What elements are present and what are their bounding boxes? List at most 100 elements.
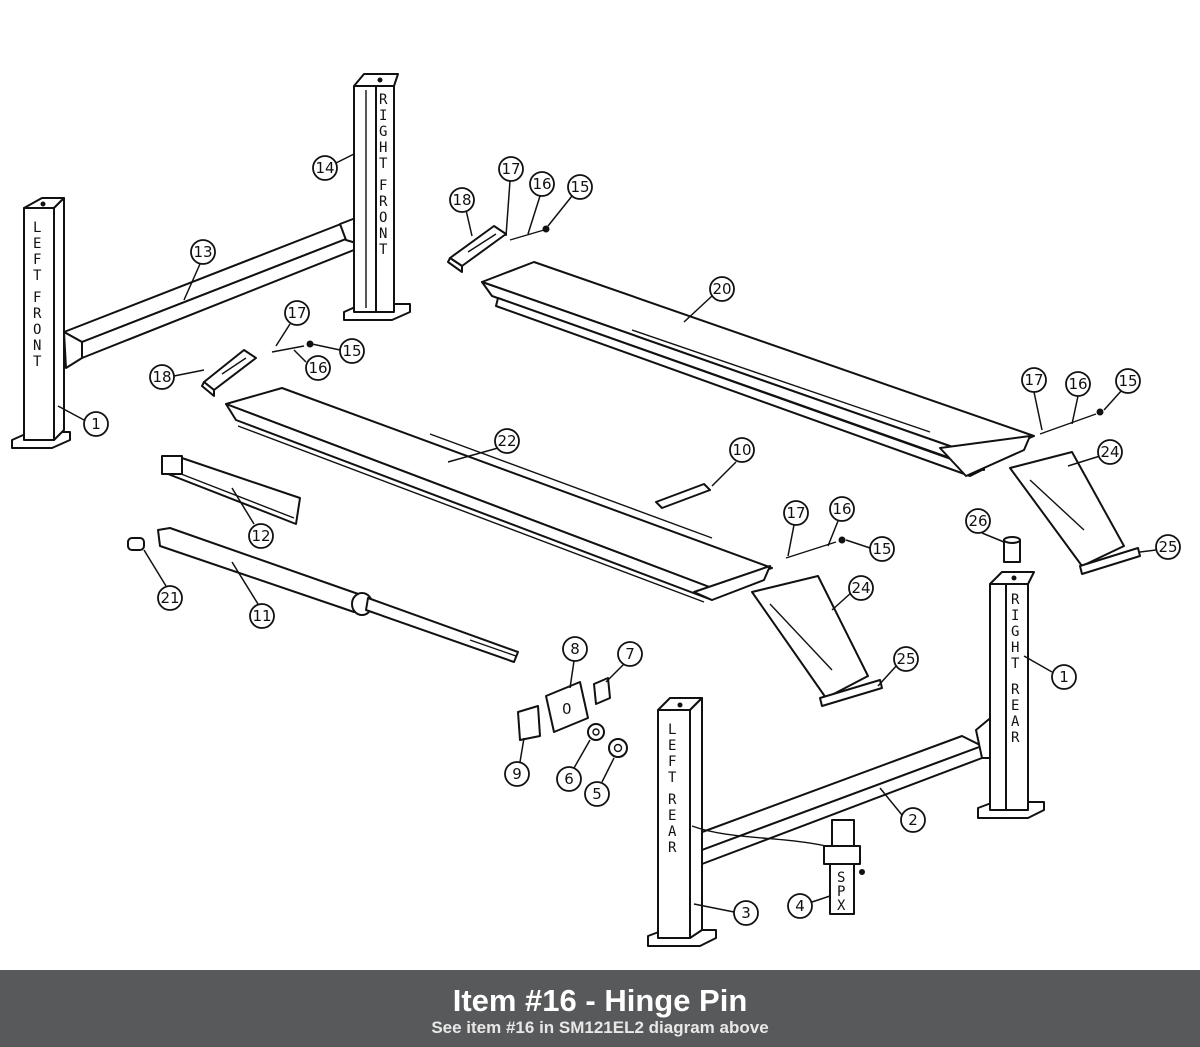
right-rear-post: R I G H T R E A R (977, 571, 1045, 819)
label-letter: R (379, 194, 388, 210)
svg-text:16: 16 (1068, 375, 1087, 393)
label-letter: H (1011, 640, 1019, 656)
hinge-block-upper (447, 225, 507, 273)
svg-text:10: 10 (732, 441, 751, 459)
label-letter: O (379, 210, 387, 226)
callout: 8 (562, 636, 588, 689)
hinge-pin-a (509, 225, 550, 241)
callout: 10 (711, 437, 755, 487)
svg-text:15: 15 (570, 178, 589, 196)
label-letter: R (1011, 592, 1020, 608)
callout: 22 (447, 428, 520, 463)
hydraulic-cylinder (127, 527, 519, 663)
hinge-pin-d (785, 536, 846, 559)
svg-text:16: 16 (832, 500, 851, 518)
callout: 17 (498, 156, 524, 237)
callout: 26 (965, 508, 1005, 543)
label-letter: F (33, 252, 41, 268)
svg-text:15: 15 (872, 540, 891, 558)
callout: 21 (143, 549, 183, 611)
label-letter: L (33, 220, 41, 236)
callout: 16 (827, 496, 855, 547)
svg-text:16: 16 (532, 175, 551, 193)
left-rear-label: L E F T R E A R (668, 722, 677, 856)
callout: 24 (831, 575, 874, 611)
svg-text:17: 17 (501, 160, 520, 178)
label-letter: I (1011, 608, 1019, 624)
callout: 6 (556, 739, 591, 792)
callout: 15 (547, 174, 593, 227)
svg-text:9: 9 (512, 765, 522, 783)
svg-text:24: 24 (1100, 443, 1119, 461)
svg-text:15: 15 (1118, 372, 1137, 390)
left-front-label: L E F T F R O N T (33, 220, 42, 370)
svg-text:8: 8 (570, 640, 580, 658)
label-letter: R (668, 840, 677, 856)
exploded-parts-diagram: L E F T F R O N T R I G H T F (11, 73, 1181, 947)
svg-text:5: 5 (592, 785, 602, 803)
callouts: 14 13 1 18 17 16 15 18 17 16 15 20 17 16… (57, 153, 1181, 926)
svg-text:6: 6 (564, 770, 574, 788)
callout: 17 (783, 500, 809, 557)
callout: 14 (312, 153, 355, 181)
svg-text:15: 15 (342, 342, 361, 360)
runway-right (481, 261, 1035, 477)
caption-banner: Item #16 - Hinge Pin See item #16 in SM1… (0, 970, 1200, 1047)
lock-clip-9 (517, 705, 541, 741)
callout: 25 (1139, 534, 1181, 560)
label-letter: E (33, 236, 41, 252)
callout: 17 (275, 300, 310, 347)
callout: 15 (311, 338, 365, 364)
callout: 11 (231, 561, 275, 629)
label-letter: R (33, 306, 42, 322)
callout: 20 (683, 276, 735, 323)
svg-text:1: 1 (1059, 668, 1069, 686)
hinge-block-lower (201, 349, 257, 397)
svg-text:21: 21 (160, 589, 179, 607)
lock-plate-marking: 0 (562, 700, 572, 718)
label-letter: R (1011, 682, 1020, 698)
callout: 15 (845, 536, 895, 562)
svg-text:17: 17 (786, 504, 805, 522)
label-letter: T (668, 770, 677, 786)
callout: 17 (1021, 367, 1047, 431)
hinge-pin-c (1039, 408, 1104, 435)
lock-clip-7 (593, 677, 611, 705)
svg-text:11: 11 (252, 607, 271, 625)
right-front-post: R I G H T F R O N T (343, 73, 411, 321)
label-letter: F (668, 754, 676, 770)
svg-text:1: 1 (91, 415, 101, 433)
callout: 16 (527, 171, 555, 235)
label-letter: A (1011, 714, 1020, 730)
shim-part (655, 483, 711, 509)
svg-text:26: 26 (968, 512, 987, 530)
label-letter: O (33, 322, 41, 338)
label-letter: E (668, 738, 676, 754)
label-letter: H (379, 140, 387, 156)
label-letter: X (837, 898, 846, 914)
approach-ramp-right (1009, 451, 1141, 575)
svg-text:14: 14 (315, 159, 334, 177)
callout: 7 (605, 641, 643, 683)
caption-subtitle: See item #16 in SM121EL2 diagram above (431, 1018, 769, 1037)
label-letter: R (1011, 730, 1020, 746)
label-letter: E (1011, 698, 1019, 714)
svg-text:25: 25 (1158, 538, 1177, 556)
label-letter: T (33, 268, 42, 284)
callout: 18 (149, 364, 205, 390)
callout: 18 (449, 187, 475, 237)
label-letter: N (33, 338, 41, 354)
label-letter: P (837, 884, 845, 900)
svg-text:7: 7 (625, 645, 635, 663)
hinge-pin-b (271, 340, 314, 353)
svg-text:22: 22 (497, 432, 516, 450)
callout: 12 (231, 487, 274, 549)
approach-ramp-left (751, 575, 883, 707)
svg-text:2: 2 (908, 811, 918, 829)
callout: 25 (877, 646, 919, 687)
callout: 9 (504, 737, 530, 787)
lock-plate: 0 (545, 681, 589, 733)
label-letter: N (379, 226, 387, 242)
nut-5 (608, 738, 628, 758)
power-unit: S P X (691, 819, 865, 915)
